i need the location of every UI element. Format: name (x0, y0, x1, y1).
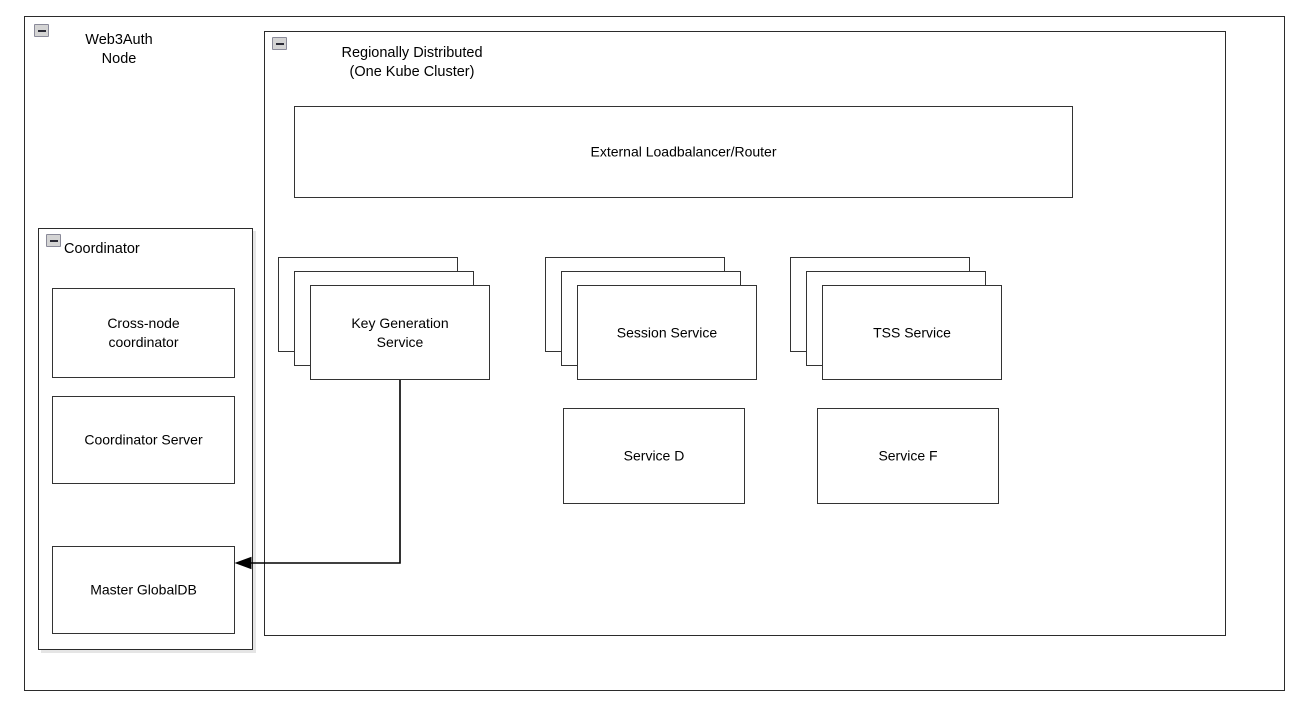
external-loadbalancer-label: External Loadbalancer/Router (590, 143, 777, 160)
collapse-icon-kube-cluster[interactable] (272, 37, 287, 50)
tss-service-card-front[interactable]: TSS Service (822, 285, 1002, 380)
web3auth-node-label: Web3Auth Node (85, 32, 153, 67)
key-generation-service-stack[interactable]: Key Generation Service (278, 257, 490, 380)
tss-service-label: TSS Service (873, 324, 951, 340)
service-d-label: Service D (623, 447, 685, 464)
coordinator-label: Coordinator (64, 241, 140, 257)
coordinator-server-label: Coordinator Server (84, 431, 203, 448)
service-f-label: Service F (878, 447, 938, 464)
tss-service-stack[interactable]: TSS Service (790, 257, 1002, 380)
external-loadbalancer-box[interactable]: External Loadbalancer/Router (294, 106, 1073, 198)
cross-node-coordinator-box[interactable]: Cross-node coordinator (52, 288, 235, 378)
cross-node-coordinator-label: Cross-node coordinator (107, 315, 180, 350)
key-generation-service-card-front[interactable]: Key Generation Service (310, 285, 490, 380)
master-globaldb-label: Master GlobalDB (90, 581, 197, 598)
key-generation-service-label: Key Generation Service (351, 314, 449, 350)
session-service-label: Session Service (616, 324, 718, 340)
service-d-box[interactable]: Service D (563, 408, 745, 504)
session-service-card-front[interactable]: Session Service (577, 285, 757, 380)
master-globaldb-box[interactable]: Master GlobalDB (52, 546, 235, 634)
service-f-box[interactable]: Service F (817, 408, 999, 504)
collapse-icon-coordinator[interactable] (46, 234, 61, 247)
coordinator-server-box[interactable]: Coordinator Server (52, 396, 235, 484)
session-service-stack[interactable]: Session Service (545, 257, 757, 380)
kube-cluster-label: Regionally Distributed (One Kube Cluster… (341, 45, 483, 80)
collapse-icon-web3auth-node[interactable] (34, 24, 49, 37)
